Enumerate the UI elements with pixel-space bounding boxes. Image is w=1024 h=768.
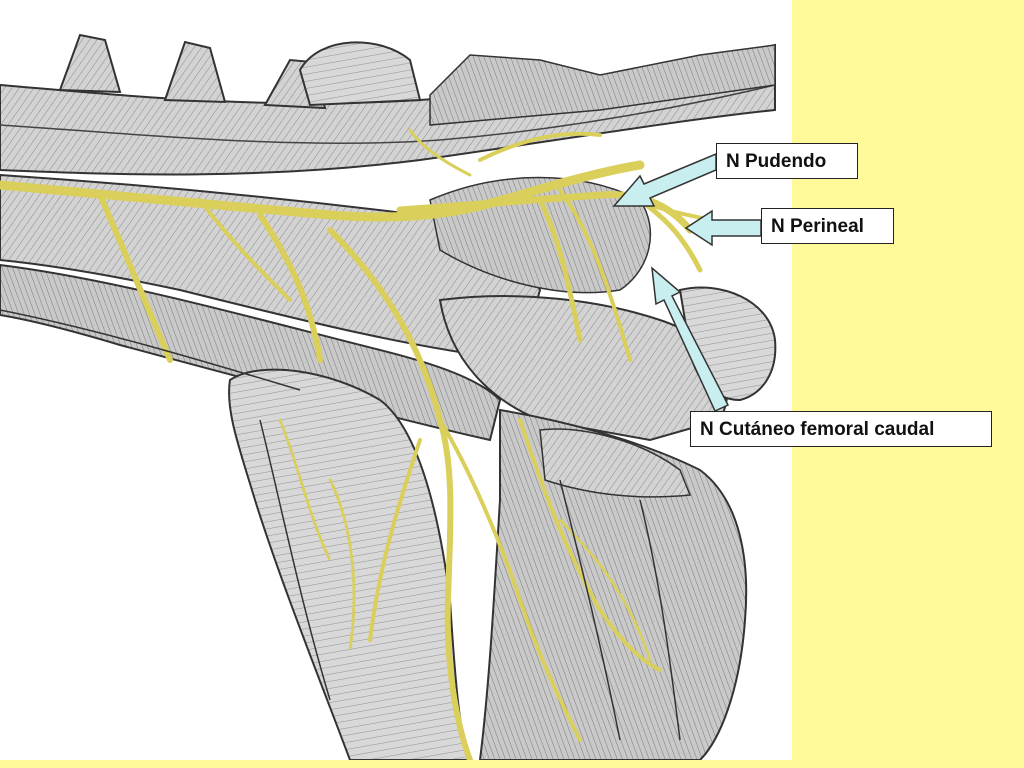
muscle-masses (0, 173, 777, 760)
label-n-perineal: N Perineal (761, 208, 894, 244)
label-n-pudendo: N Pudendo (716, 143, 858, 179)
anatomical-illustration (0, 0, 792, 760)
pelvic-region-drawing (0, 33, 777, 760)
label-n-cutaneo-femoral-caudal: N Cutáneo femoral caudal (690, 411, 992, 447)
outline-accents (0, 309, 681, 741)
nerve-branches (0, 128, 712, 760)
vertebral-column (0, 33, 776, 176)
